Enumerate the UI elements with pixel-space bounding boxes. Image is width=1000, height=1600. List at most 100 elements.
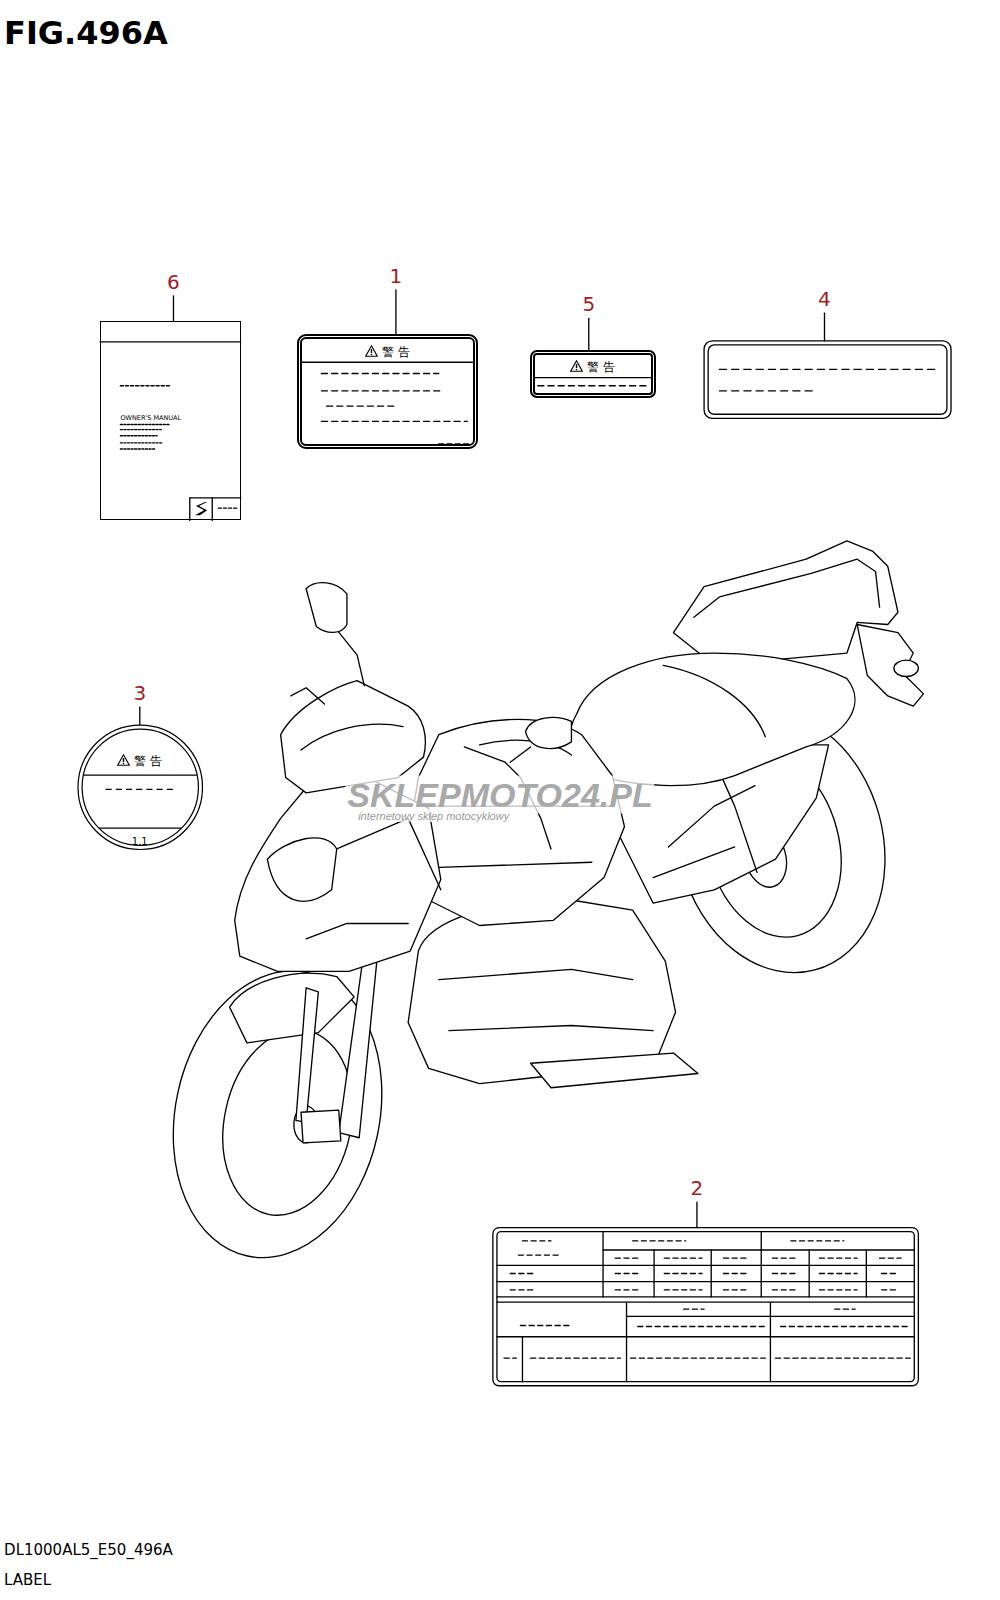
label-outline	[719, 390, 813, 391]
label-text: OWNER'S MANUAL	[120, 414, 181, 422]
figure-caption: DL1000AL5_E50_496A	[4, 1541, 173, 1559]
label-row: OWNER'S MANUAL	[101, 412, 240, 422]
label-table	[791, 1240, 844, 1241]
label-outline	[78, 726, 202, 850]
manual-detail	[190, 497, 241, 498]
callout-number: 1	[390, 264, 403, 288]
motorcycle-drawing	[663, 665, 765, 736]
leader-line	[395, 290, 396, 334]
motorcycle-drawing	[296, 988, 318, 1123]
motorcycle-drawing	[894, 660, 918, 676]
leader-line	[173, 296, 174, 322]
warning-triangle	[570, 360, 583, 372]
manual-detail	[120, 448, 155, 449]
label-table	[615, 1273, 641, 1274]
motorcycle-drawing	[267, 838, 336, 901]
label-row: 警 告	[535, 355, 652, 376]
label-table	[518, 1254, 559, 1255]
warning-label-detail	[538, 385, 650, 386]
callout-number: 3	[133, 681, 146, 705]
leader-line	[696, 1202, 697, 1228]
warning-label-detail	[321, 373, 438, 374]
label-table	[819, 1289, 857, 1290]
label-table	[835, 1309, 855, 1310]
label-table	[723, 1289, 749, 1290]
manual-detail	[195, 502, 207, 515]
leader-line	[139, 707, 140, 724]
label-outline	[704, 341, 951, 419]
label-row: 1.1	[77, 833, 204, 849]
manual-detail	[212, 498, 213, 520]
motorcycle-drawing	[570, 653, 855, 786]
motorcycle-drawing	[339, 949, 378, 1138]
warning-label: 警 告	[530, 350, 657, 398]
motorcycle-drawing	[291, 688, 325, 704]
label-table	[819, 1257, 857, 1258]
label-table	[615, 1257, 641, 1258]
label-table	[711, 1250, 712, 1297]
warning-label-detail	[302, 362, 472, 363]
warning-triangle	[123, 763, 125, 765]
label-table	[626, 1302, 627, 1382]
label-table	[723, 1273, 749, 1274]
label-table	[497, 1336, 914, 1337]
warning-label-round: 警 告1.1	[77, 724, 204, 851]
label-table	[723, 1257, 749, 1258]
label-table	[633, 1240, 686, 1241]
warning-label-detail	[327, 405, 396, 406]
label-table	[522, 1337, 523, 1382]
label-table	[493, 1228, 919, 1386]
label-rule	[98, 828, 181, 829]
label-table	[504, 1241, 910, 1358]
warning-triangle	[117, 754, 130, 766]
illustration	[100, 290, 951, 1386]
motorcycle-drawing	[337, 630, 365, 686]
label-table	[497, 1232, 914, 1382]
watermark-holder: SKLEPMOTO24.PL	[345, 775, 654, 814]
figure-title-holder: FIG.496A	[4, 14, 168, 52]
label-table	[770, 1302, 771, 1382]
callout-number: 6	[167, 270, 180, 294]
figure-caption-holder: DL1000AL5_E50_496A	[4, 1541, 173, 1559]
label-table	[603, 1249, 914, 1250]
label-table	[615, 1289, 641, 1290]
motorcycle-drawing	[306, 818, 441, 938]
callout-number-holder: 6	[167, 270, 180, 294]
label-table	[781, 1326, 909, 1327]
warning-triangle	[123, 758, 124, 762]
label-outline	[708, 345, 947, 414]
label-table	[631, 1357, 766, 1358]
label-rule	[83, 775, 196, 776]
label-table	[504, 1357, 516, 1358]
warning-label: 警 告	[297, 334, 478, 449]
manual-detail	[120, 424, 169, 425]
label-table	[602, 1232, 603, 1297]
warning-label-detail	[534, 378, 652, 386]
motorcycle-drawing	[301, 724, 403, 750]
motorcycle-drawing	[230, 973, 354, 1043]
warning-triangle	[118, 755, 130, 765]
label-outline	[77, 724, 204, 851]
callout-number: 2	[691, 1176, 704, 1200]
label-table	[497, 1281, 914, 1282]
label-row: 警 告	[302, 340, 473, 362]
figure-title: FIG.496A	[4, 14, 168, 52]
label-table	[510, 1273, 532, 1274]
motorcycle-drawing	[148, 541, 924, 1277]
warning-triangle	[371, 349, 372, 353]
manual-detail	[189, 498, 190, 520]
label-table	[531, 1357, 621, 1358]
motorcycle-drawing	[531, 1053, 698, 1088]
label-table	[684, 1309, 704, 1310]
warning-triangle	[365, 345, 378, 357]
callout-number-holder: 5	[582, 292, 595, 316]
warning-heading: 警 告	[587, 360, 615, 374]
callout-number-holder: 2	[691, 1176, 704, 1200]
label-table	[772, 1289, 798, 1290]
label-table	[510, 1289, 532, 1290]
label-table	[761, 1232, 762, 1297]
warning-label-detail	[321, 421, 467, 422]
label-table	[809, 1250, 810, 1297]
callout-number: 4	[818, 287, 831, 311]
